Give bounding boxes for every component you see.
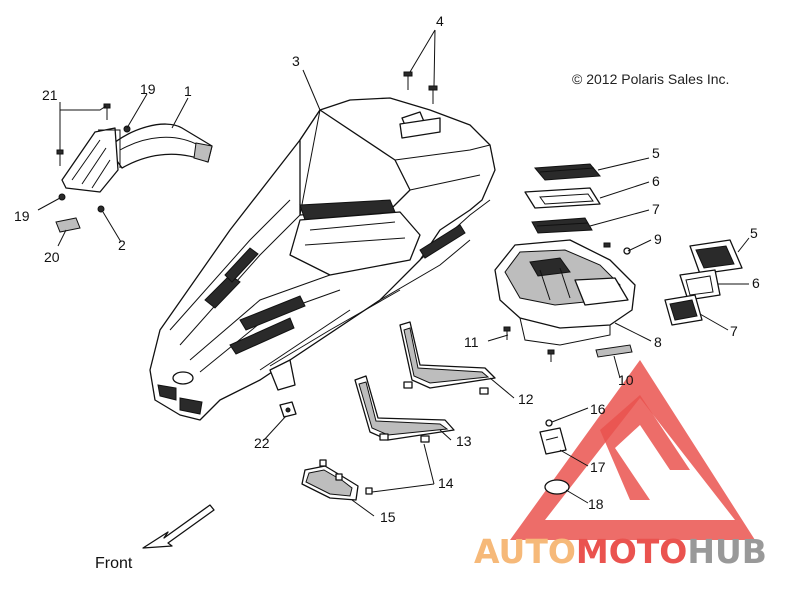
part-8-airbox [494, 239, 636, 346]
callout-11: 11 [464, 334, 479, 350]
front-label: Front [95, 555, 133, 572]
part-18-ring [544, 479, 570, 495]
watermark-triangle [510, 360, 755, 540]
callout-19-top: 19 [140, 81, 156, 97]
callout-19-left: 19 [14, 208, 30, 224]
callout-13: 13 [456, 433, 472, 449]
watermark-brand-hub: HUB [687, 532, 767, 571]
callout-5-top: 5 [652, 145, 660, 161]
callout-12: 12 [518, 391, 534, 407]
front-arrow [142, 504, 215, 549]
part-7-grille-right [664, 294, 703, 326]
part-13-side-vent [354, 375, 455, 443]
part-9-nut [623, 247, 631, 255]
part-19-nut-top [123, 125, 131, 133]
part-21-bolt [56, 103, 111, 166]
callout-16: 16 [590, 401, 606, 417]
callout-6-top: 6 [652, 173, 660, 189]
part-12-side-vent [399, 321, 496, 395]
part-1-duct [107, 123, 213, 169]
watermark-inner-mark [600, 395, 690, 500]
leader-lines [37, 29, 750, 517]
watermark-logo: AUTOMOTOHUB [474, 360, 767, 571]
watermark-brand-auto: AUTO [474, 532, 576, 571]
callout-5-right: 5 [750, 225, 758, 241]
callout-18: 18 [588, 496, 604, 512]
svg-text:AUTOMOTOHUB: AUTOMOTOHUB [474, 532, 767, 571]
watermark-brand-moto: MOTO [576, 532, 687, 571]
part-screw-upper [603, 242, 611, 248]
callout-7-right: 7 [730, 323, 738, 339]
part-3-hood [149, 97, 496, 421]
callout-8: 8 [654, 334, 662, 350]
callout-7-top: 7 [652, 201, 660, 217]
callout-20: 20 [44, 249, 60, 265]
callout-3: 3 [292, 53, 300, 69]
callout-4: 4 [436, 13, 444, 29]
part-6-frame-right [679, 269, 721, 301]
part-20-pad [55, 217, 81, 233]
part-22-fastener [279, 401, 297, 418]
part-19-nut-bottom [58, 193, 66, 201]
part-10-strip [595, 344, 633, 358]
callout-17: 17 [590, 459, 606, 475]
part-17-bracket [539, 427, 567, 455]
copyright-text: © 2012 Polaris Sales Inc. [572, 71, 729, 87]
callout-22: 22 [254, 435, 270, 451]
callout-2: 2 [118, 237, 126, 253]
callout-labels: 1 2 3 4 5 5 6 6 7 7 8 9 10 11 12 13 14 1… [14, 13, 760, 525]
part-16-nut [545, 419, 553, 427]
callout-15: 15 [380, 509, 396, 525]
callout-14: 14 [438, 475, 454, 491]
callout-21: 21 [42, 87, 58, 103]
callout-10: 10 [618, 372, 634, 388]
part-11-bolts [503, 326, 555, 362]
part-bracket-left [61, 127, 121, 193]
callout-9: 9 [654, 231, 662, 247]
part-7-grille-mid [531, 217, 593, 234]
part-15-lower-grille [301, 459, 373, 501]
callout-6-right: 6 [752, 275, 760, 291]
part-2-clip [97, 205, 105, 213]
part-4-screws [403, 71, 438, 104]
callout-1: 1 [184, 83, 192, 99]
part-5-grille-right [689, 239, 743, 275]
part-6-frame-top [524, 187, 601, 209]
part-5-grille-top [533, 163, 602, 181]
